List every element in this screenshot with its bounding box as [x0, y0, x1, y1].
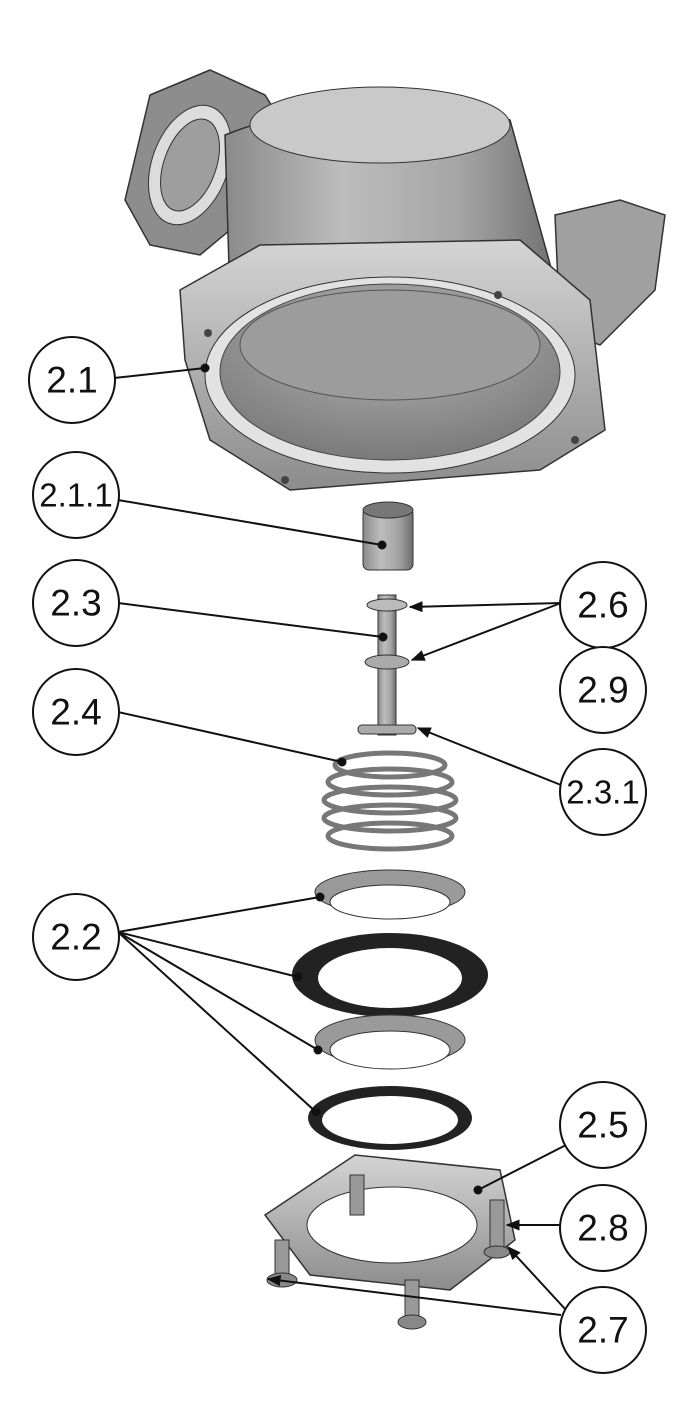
svg-text:2.3: 2.3: [50, 583, 101, 624]
svg-text:2.6: 2.6: [577, 585, 628, 626]
spring-part: [321, 750, 459, 852]
callout-2-7: 2.7: [559, 1286, 647, 1374]
callout-2-1: 2.1: [28, 336, 116, 424]
svg-text:2.2: 2.2: [50, 917, 101, 958]
svg-text:2.8: 2.8: [577, 1208, 628, 1249]
gasket-upper: [292, 933, 488, 1017]
stem-part: [357, 594, 417, 736]
callout-2-6: 2.6: [559, 561, 647, 649]
callout-2-8: 2.8: [559, 1184, 647, 1272]
svg-text:2.9: 2.9: [577, 670, 628, 711]
bushing-part: [362, 501, 414, 571]
callout-2-2: 2.2: [32, 893, 120, 981]
svg-text:2.7: 2.7: [577, 1310, 628, 1351]
seat-ring-upper: [314, 869, 466, 920]
svg-text:2.4: 2.4: [50, 692, 101, 733]
callout-2-9: 2.9: [559, 646, 647, 734]
svg-text:2.3.1: 2.3.1: [566, 774, 639, 811]
housing-part: [124, 69, 666, 491]
callout-2-5: 2.5: [559, 1081, 647, 1169]
svg-text:2.5: 2.5: [577, 1105, 628, 1146]
gasket-lower: [308, 1086, 472, 1150]
svg-text:2.1.1: 2.1.1: [39, 477, 112, 514]
callout-2-3: 2.3: [32, 559, 120, 647]
flange-part: [263, 1154, 516, 1330]
seat-ring-lower: [314, 1014, 466, 1070]
callout-2-4: 2.4: [32, 668, 120, 756]
svg-text:2.1: 2.1: [46, 360, 97, 401]
callout-2-1-1: 2.1.1: [32, 451, 120, 539]
leader-lines: [113, 363, 567, 1316]
callout-2-3-1: 2.3.1: [559, 748, 647, 836]
